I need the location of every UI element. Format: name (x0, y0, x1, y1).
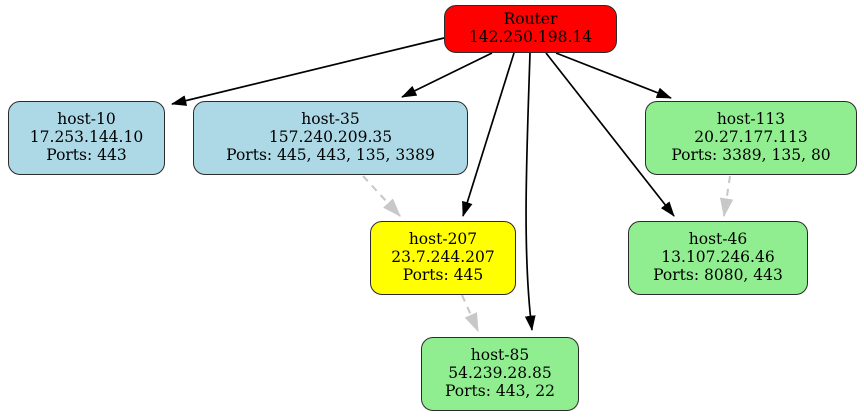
node-label-ip: 20.27.177.113 (694, 128, 808, 147)
node-label-ip: 142.250.198.14 (468, 28, 593, 46)
node-label-ip: 17.253.144.10 (29, 128, 144, 147)
node-label-ports: Ports: 8080, 443 (653, 265, 783, 284)
node-label-ports: Ports: 443 (46, 145, 127, 164)
edge-router-to-host-10 (171, 37, 445, 106)
node-label-name: Router (503, 10, 558, 29)
node-label-ports: Ports: 445, 443, 135, 3389 (226, 145, 435, 164)
node-label-name: host-207 (408, 230, 478, 249)
node-label-ip: 23.7.244.207 (391, 248, 495, 267)
edge-router-to-host-85 (524, 52, 536, 332)
edge-router-to-host-35 (401, 52, 493, 98)
node-label-name: host-46 (688, 230, 748, 249)
edge-host-113-to-host-46 (719, 175, 734, 218)
node-label-name: host-10 (57, 110, 116, 129)
edge-router-to-host-207 (462, 52, 515, 217)
node-label-name: host-35 (301, 110, 360, 129)
node-label-ip: 13.107.246.46 (661, 248, 775, 267)
node-label-ports: Ports: 3389, 135, 80 (671, 145, 831, 164)
edge-router-to-host-113 (555, 52, 672, 99)
node-label-ports: Ports: 445 (402, 265, 484, 284)
edge-host-35-to-host-207 (362, 175, 401, 217)
edge-host-207-to-host-85 (461, 294, 479, 333)
node-label-ports: Ports: 443, 22 (444, 381, 556, 400)
node-label-ip: 157.240.209.35 (268, 128, 393, 147)
edge-router-to-host-46 (545, 52, 675, 217)
node-label-ip: 54.239.28.85 (448, 364, 552, 383)
node-label-name: host-113 (716, 110, 786, 129)
node-label-name: host-85 (470, 346, 530, 365)
